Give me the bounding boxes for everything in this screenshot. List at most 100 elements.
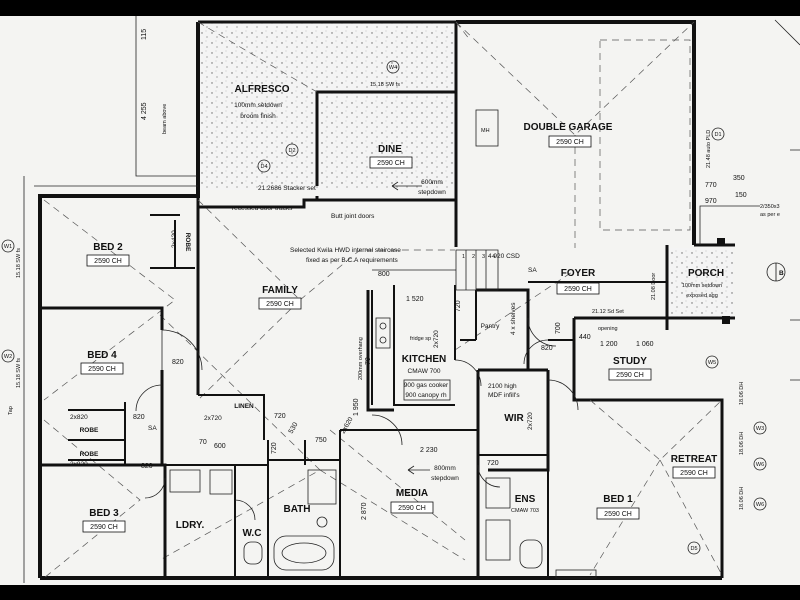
room-label-kitchen: KITCHEN [402, 354, 446, 365]
dim-720-ens: 720 [487, 460, 499, 467]
marker-w1-top-text: W4 [389, 65, 397, 71]
bed4-ceiling-box [80, 362, 124, 375]
door-swings [135, 317, 579, 521]
marker-d5 [687, 541, 701, 555]
section-marker-b-text: B [779, 270, 784, 277]
boundary-diagonal [774, 19, 800, 46]
dim-wir-2x720: 2x720 [527, 412, 534, 430]
room-label-dine: DINE [378, 144, 402, 155]
note-dh-3: 18.06 DH [739, 487, 745, 510]
room-label-bed1: BED 1 [603, 494, 633, 505]
robe-label-bed3: ROBE [80, 451, 99, 458]
stair-step-4: 4 [492, 254, 495, 260]
note-sa-foyer: SA [528, 267, 537, 274]
note-staircase-1: Selected Kwila HWD internal staircase [290, 247, 401, 254]
dim-2230: 2 230 [420, 447, 438, 454]
robe-label-bed4: ROBE [80, 427, 99, 434]
marker-d1-text: D1 [714, 132, 721, 138]
stair-step-2: 2 [472, 254, 475, 260]
marker-w-left-2 [1, 349, 15, 363]
room-label-retreat: RETREAT [671, 454, 717, 465]
kitchen-cooker: 900 gas cooker [404, 382, 449, 389]
dim-820-bed3: 820 [141, 463, 153, 470]
stair-step-3: 3 [482, 254, 485, 260]
dim-robe-2x420: 2x420 [171, 230, 178, 248]
garage-ceiling-box [548, 135, 592, 148]
room-label-bed2: BED 2 [93, 242, 123, 253]
family-ceiling: 2590 CH [266, 301, 294, 308]
room-label-foyer: FOYER [561, 268, 596, 279]
dim-820-bed4: 820 [133, 414, 145, 421]
marker-d4 [257, 159, 271, 173]
marker-w-right-1-text: W3 [756, 426, 764, 432]
room-label-ldry: LDRY. [176, 520, 205, 531]
marker-d2 [285, 143, 299, 157]
dim-70-b: 70 [365, 357, 372, 365]
bed4-ceiling: 2590 CH [88, 366, 116, 373]
marker-w-left-1 [1, 239, 15, 253]
dim-770: 770 [705, 182, 717, 189]
room-label-wc: W.C [243, 528, 262, 539]
garage-ceiling: 2590 CH [556, 139, 584, 146]
room-label-pantry: Pantry [481, 323, 501, 330]
media-ceiling: 2590 CH [398, 505, 426, 512]
alfresco-note-1: 100mm setdown [234, 102, 282, 109]
dim-115: 115 [141, 29, 148, 40]
roof-hip-lines [43, 21, 723, 579]
marker-w-study [705, 355, 719, 369]
top-black-bar [0, 0, 800, 16]
dine-step-arrow [391, 181, 422, 191]
ens-ceiling: CMAW 703 [511, 508, 539, 514]
porch-note-1: 100mm setdown [682, 283, 722, 289]
note-right-2: as per e [760, 212, 780, 218]
note-csd: 4 920 CSD [488, 253, 520, 260]
dim-70-a: 70 [199, 439, 207, 446]
manhole-label: MH [481, 128, 490, 134]
note-dh-1: 18.06 DH [739, 382, 745, 405]
dim-800: 800 [378, 271, 390, 278]
dine-step-2: stepdown [418, 189, 446, 196]
kitchen-canopy: 900 canopy rh [405, 392, 447, 399]
note-auto-pld: 21.48 auto PLD [706, 130, 712, 168]
note-shelves: 4 x shelves [510, 302, 517, 335]
porch-note-2: exposed agg [686, 293, 718, 299]
dim-750: 750 [315, 437, 327, 444]
note-stacker: 21.2686 Stacker set [258, 185, 316, 192]
room-label-bed3: BED 3 [89, 508, 119, 519]
note-tap: Tap [8, 406, 14, 415]
foyer-ceiling: 2590 CH [564, 286, 592, 293]
porch-paving [667, 248, 733, 318]
dim-kitchen-2x720: 2x720 [433, 330, 440, 348]
bed1-ceiling-box [596, 507, 640, 520]
dim-1200: 1 200 [600, 341, 618, 348]
dim-820-family: 820 [172, 359, 184, 366]
bottom-black-bar [0, 585, 800, 600]
dine-ceiling-box [369, 156, 413, 169]
marker-w-left-1-text: W1 [4, 244, 12, 250]
room-label-wir: WIR [504, 413, 524, 424]
robe-label-bed2: ROBE [184, 233, 191, 252]
note-butt-joint: Butt joint doors [331, 213, 375, 220]
room-label-study: STUDY [613, 356, 647, 367]
note-dh-2: 18.06 DH [739, 432, 745, 455]
media-step-arrow [407, 465, 430, 475]
dim-linen-2x720: 2x720 [204, 415, 222, 422]
bed2-ceiling: 2590 CH [94, 258, 122, 265]
eave-line-right [699, 205, 760, 245]
dim-350: 350 [733, 175, 745, 182]
note-opening: opening [598, 326, 618, 332]
dine-step-1: 600mm [421, 179, 443, 186]
dim-4255: 4 255 [141, 102, 148, 120]
dim-440: 440 [579, 334, 591, 341]
dim-530: 530 [288, 421, 300, 435]
study-ceiling-box [608, 368, 652, 381]
note-door: 21.08 Door [651, 273, 657, 300]
retreat-ceiling-box [672, 466, 716, 479]
room-label-family: FAMILY [262, 285, 298, 296]
bed3-ceiling: 2590 CH [90, 524, 118, 531]
marker-w-right-3 [753, 497, 767, 511]
dim-1950: 1 950 [353, 398, 360, 416]
internal-walls [40, 207, 669, 578]
